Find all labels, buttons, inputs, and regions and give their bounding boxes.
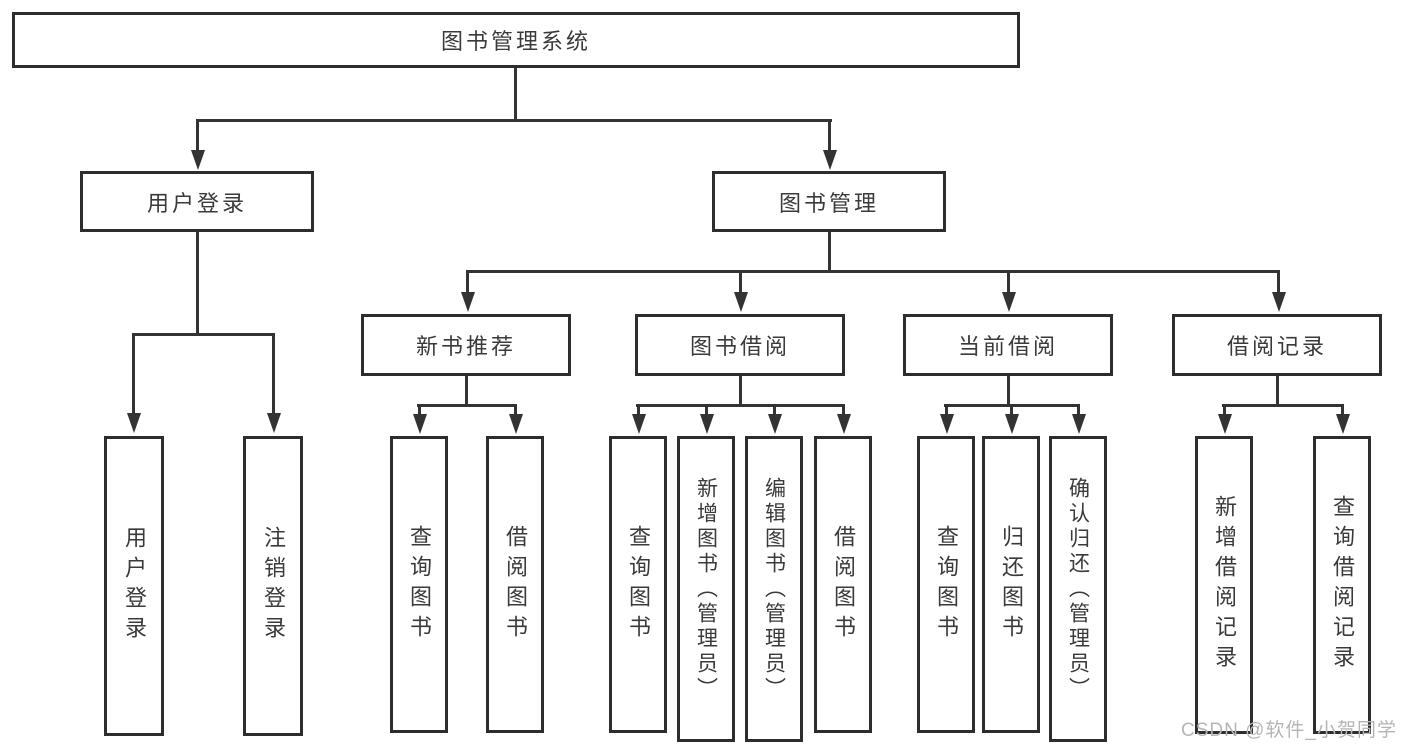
arrow-current-child-1 (939, 404, 954, 434)
node-add-borrow-record: 新增借阅记录 (1195, 436, 1253, 734)
node-current-borrow: 当前借阅 (903, 314, 1113, 376)
node-book-borrow: 图书借阅 (635, 314, 845, 376)
node-add-books-admin: 新增图书（管理员） (677, 436, 735, 742)
node-query-books-2: 查询图书 (609, 436, 667, 733)
node-borrow-books-1: 借阅图书 (486, 436, 544, 733)
arrow-to-new-book (460, 270, 475, 312)
node-new-book-recommend: 新书推荐 (361, 314, 571, 376)
arrow-borrow-child-4 (836, 404, 851, 434)
connector-root-trunk (514, 66, 517, 121)
connector-borrow-trunk (739, 376, 742, 407)
node-book-management: 图书管理 (712, 171, 946, 232)
arrow-borrow-child-3 (767, 404, 782, 434)
rail-user-login (132, 333, 275, 336)
connector-records-trunk (1276, 376, 1279, 407)
connector-book-mgmt-trunk (828, 232, 831, 273)
node-query-books-1: 查询图书 (390, 436, 448, 733)
csdn-watermark: CSDN @软件_小贺同学 (1181, 720, 1397, 741)
node-borrow-books-2: 借阅图书 (814, 436, 872, 733)
arrow-to-user-login-leaf (126, 333, 141, 433)
node-user-login: 用户登录 (80, 171, 314, 232)
arrow-records-child-1 (1217, 404, 1232, 434)
arrow-new-book-child-1 (412, 404, 427, 434)
node-edit-books-admin: 编辑图书（管理员） (745, 436, 803, 742)
rail-book-mgmt (466, 270, 1280, 273)
arrow-records-child-2 (1335, 404, 1350, 434)
connector-current-trunk (1007, 376, 1010, 407)
node-user-login-leaf: 用户登录 (104, 436, 164, 736)
arrow-borrow-child-2 (699, 404, 714, 434)
node-borrow-records: 借阅记录 (1172, 314, 1382, 376)
node-logout-leaf: 注销登录 (243, 436, 303, 736)
arrow-to-book-mgmt (822, 119, 837, 170)
connector-new-book-trunk (465, 376, 468, 407)
rail-root (196, 119, 832, 122)
arrow-to-records (1271, 270, 1286, 312)
arrow-to-logout-leaf (266, 333, 281, 433)
arrow-new-book-child-2 (508, 404, 523, 434)
arrow-borrow-child-1 (631, 404, 646, 434)
rail-records (1222, 404, 1344, 407)
rail-borrow (636, 404, 845, 407)
node-library-system: 图书管理系统 (12, 12, 1020, 68)
node-query-books-3: 查询图书 (917, 436, 975, 733)
arrow-current-child-3 (1071, 404, 1086, 434)
arrow-to-borrow (733, 270, 748, 312)
arrow-current-child-2 (1004, 404, 1019, 434)
connector-user-login-trunk (196, 232, 199, 336)
rail-new-book (417, 404, 517, 407)
node-return-books: 归还图书 (982, 436, 1040, 733)
arrow-to-user-login (190, 119, 205, 170)
arrow-to-current (1001, 270, 1016, 312)
node-confirm-return-admin: 确认归还（管理员） (1049, 436, 1107, 742)
node-query-borrow-record: 查询借阅记录 (1313, 436, 1371, 734)
